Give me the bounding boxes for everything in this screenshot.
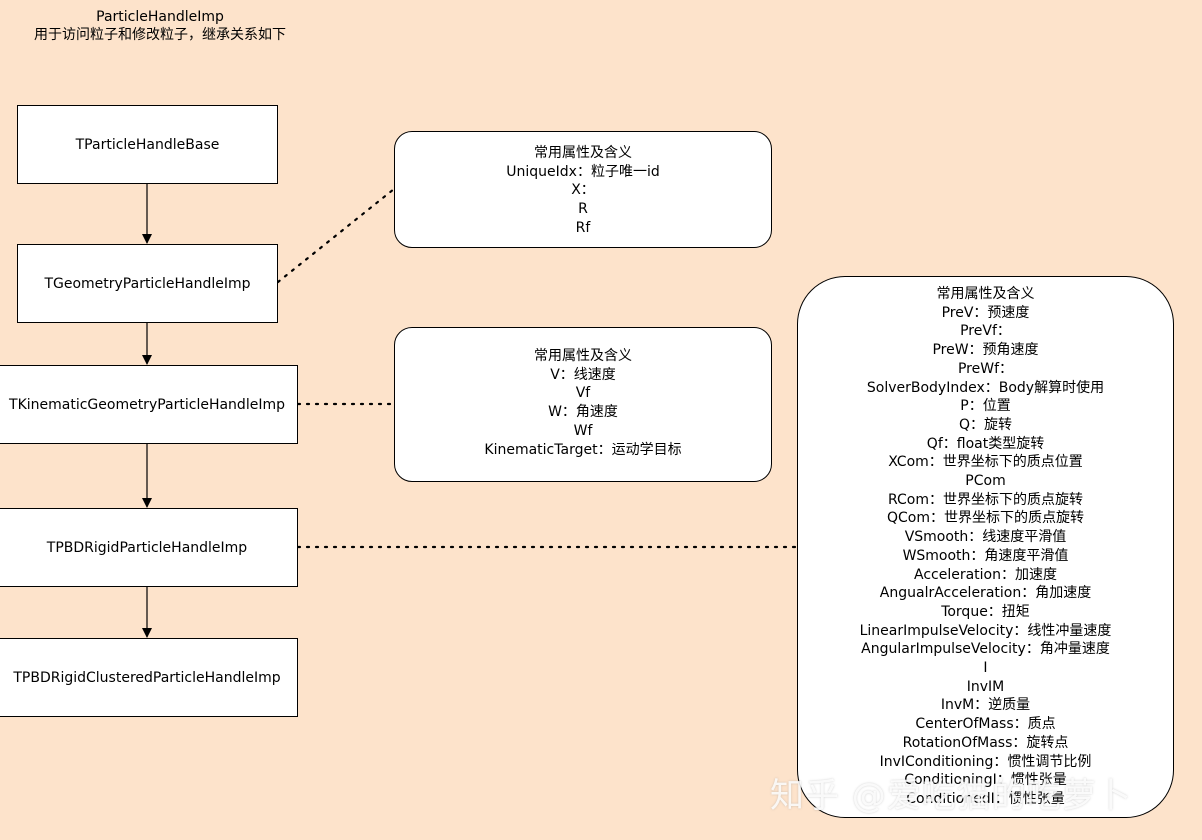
note-heading: 常用属性及含义 xyxy=(936,286,1035,302)
note-line: WSmooth：角速度平滑值 xyxy=(902,547,1069,564)
note-heading: 常用属性及含义 xyxy=(534,145,632,161)
note-line: Qf：float类型旋转 xyxy=(926,435,1045,452)
note-rigid-properties[interactable]: 常用属性及含义 PreV：预速度 PreVf： PreW：预角速度 PreWf：… xyxy=(797,276,1174,818)
node-tpbdrigidparticlehandleimp[interactable]: TPBDRigidParticleHandleImp xyxy=(0,508,298,587)
note-line: InvIM xyxy=(966,678,1005,695)
note-line: QCom：世界坐标下的质点旋转 xyxy=(887,510,1084,527)
node-label: TPBDRigidParticleHandleImp xyxy=(46,539,248,556)
node-tgeometryparticlehandleimp[interactable]: TGeometryParticleHandleImp xyxy=(17,244,278,323)
note-line: XCom：世界坐标下的质点位置 xyxy=(888,454,1083,471)
node-tpbdrigidclusteredparticlehandleimp[interactable]: TPBDRigidClusteredParticleHandleImp xyxy=(0,638,298,717)
note-line: AngualrAcceleration：角加速度 xyxy=(879,585,1092,602)
note-line: PCom xyxy=(965,473,1006,490)
note-line: ConditionedI：惯性张量 xyxy=(906,790,1065,807)
note-line: Q：旋转 xyxy=(958,416,1013,433)
note-line: PreV：预速度 xyxy=(941,304,1030,321)
watermark-text: 知乎 @爱吃猫的吃萝卜 xyxy=(770,776,1132,816)
diagram-subtitle: 用于访问粒子和修改粒子，继承关系如下 xyxy=(34,27,286,43)
note-line: AngularImpulseVelocity：角冲量速度 xyxy=(861,641,1110,658)
note-line: Vf xyxy=(575,385,591,402)
node-label: TParticleHandleBase xyxy=(75,136,220,153)
note-geometry-properties[interactable]: 常用属性及含义 UniqueIdx：粒子唯一id X： R Rf xyxy=(394,131,772,248)
note-line: VSmooth：线速度平滑值 xyxy=(904,529,1067,546)
note-line: CenterOfMass：质点 xyxy=(915,716,1056,733)
edge-n2-note1 xyxy=(276,187,396,284)
note-heading: 常用属性及含义 xyxy=(534,348,632,364)
note-line: W：角速度 xyxy=(548,404,618,421)
note-line: PreWf： xyxy=(957,360,1014,377)
note-kinematic-properties[interactable]: 常用属性及含义 V：线速度 Vf W：角速度 Wf KinematicTarge… xyxy=(394,327,772,482)
note-line: I xyxy=(983,660,988,677)
note-line: ConditioningI：惯性张量 xyxy=(904,772,1067,789)
note-line: Wf xyxy=(573,422,593,439)
note-line: RotationOfMass：旋转点 xyxy=(902,734,1069,751)
note-line: P：位置 xyxy=(960,398,1011,415)
note-line: Rf xyxy=(575,219,591,236)
note-line: V：线速度 xyxy=(550,366,616,383)
node-tkinematicgeometryparticlehandleimp[interactable]: TKinematicGeometryParticleHandleImp xyxy=(0,365,298,444)
note-line: RCom：世界坐标下的质点旋转 xyxy=(887,491,1083,508)
node-label: TKinematicGeometryParticleHandleImp xyxy=(9,396,285,413)
diagram-title-block: ParticleHandleImp 用于访问粒子和修改粒子，继承关系如下 xyxy=(10,8,310,44)
note-line: SolverBodyIndex：Body解算时使用 xyxy=(866,379,1105,396)
node-label: TGeometryParticleHandleImp xyxy=(44,275,251,292)
note-line: LinearImpulseVelocity：线性冲量速度 xyxy=(859,622,1112,639)
note-line: Acceleration：加速度 xyxy=(914,566,1057,583)
note-line: UniqueIdx：粒子唯一id xyxy=(506,163,660,180)
note-line: X： xyxy=(571,182,595,199)
note-line: PreW：预角速度 xyxy=(932,342,1039,359)
node-label: TPBDRigidClusteredParticleHandleImp xyxy=(13,669,281,686)
diagram-title: ParticleHandleImp xyxy=(96,9,224,25)
note-line: PreVf： xyxy=(960,323,1011,340)
note-line: InvM：逆质量 xyxy=(940,697,1031,714)
note-line: R xyxy=(578,201,588,218)
node-tparticlehandlebase[interactable]: TParticleHandleBase xyxy=(17,105,278,184)
note-line: InvIConditioning：惯性调节比例 xyxy=(879,753,1092,770)
note-line: KinematicTarget：运动学目标 xyxy=(484,441,682,458)
note-line: Torque：扭矩 xyxy=(941,603,1030,620)
